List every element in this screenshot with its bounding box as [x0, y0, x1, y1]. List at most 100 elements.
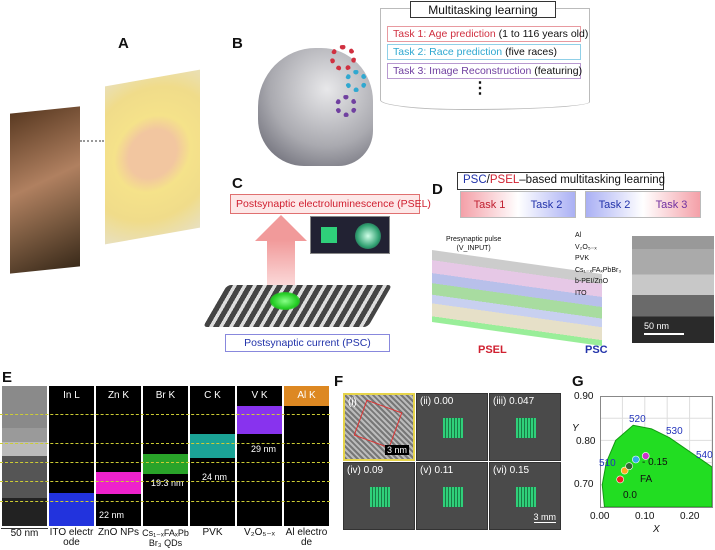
chip-device [202, 285, 393, 327]
map-label: Br K [155, 390, 176, 401]
device-emission-photo [310, 216, 390, 254]
title-psc: PSC [463, 174, 487, 186]
elderly-face-photo [10, 106, 80, 274]
map-v: V K 29 nm [237, 386, 282, 526]
task-3-box: Task 3: Image Reconstruction (featuring) [387, 63, 583, 79]
wavelength-label: 540 [696, 450, 713, 461]
e-scale-bar: 50 nm [1, 528, 48, 539]
xtick: 0.20 [680, 511, 700, 522]
tem-scale-bar: 50 nm [644, 321, 670, 331]
annotation: 0.0 [623, 490, 637, 501]
e-bottom-label: V₂O₅₋ₓ [244, 527, 275, 538]
task-2-box: Task 2: Race prediction (five races) [387, 44, 581, 60]
layer-label: PVK [575, 255, 590, 262]
tem-map [2, 386, 47, 526]
device-photo: (iii) 0.047 [489, 393, 561, 461]
y-axis-label: Y [572, 423, 579, 434]
pvsk-thickness: 19.3 nm [151, 478, 184, 488]
layer-label: V₂O₅₋ₓ [575, 243, 597, 251]
layer-label: b-PEI/ZnO [575, 278, 609, 285]
cell-label: (vi) 0.15 [493, 465, 530, 476]
layer-guide [0, 462, 330, 463]
d-title: PSC/PSEL–based multitasking learning [457, 172, 666, 190]
wavelength-label: 520 [629, 414, 646, 425]
layer-guide [0, 481, 330, 482]
panel-label-c: C [232, 175, 243, 192]
map-label: Zn K [107, 390, 130, 401]
hrtem-inset: (i)3 nm [343, 393, 415, 461]
gear-cyan-icon [345, 70, 367, 92]
title-rest: –based multitasking learning [519, 174, 666, 186]
psc-label: Postsynaptic current (PSC) [225, 334, 390, 352]
task-detail: (featuring) [534, 65, 583, 77]
device-photo: (v) 0.11 [416, 462, 488, 530]
emission-arrow [255, 215, 307, 241]
wavelength-label: 530 [666, 426, 683, 437]
x-axis-label: X [653, 524, 660, 535]
task-detail: (five races) [505, 46, 557, 58]
d-psc-label: PSC [585, 344, 608, 356]
task-label: Task 2 [598, 198, 631, 211]
gear-purple-icon [335, 95, 357, 117]
cell-label: (i) [348, 397, 357, 408]
map-in: In L [49, 386, 94, 526]
task-name: Task 2: Race prediction [393, 46, 503, 58]
map-label: V K [251, 390, 268, 401]
e-bottom-label: ITO electrode [49, 527, 94, 548]
map-zn: Zn K 22 nm [96, 386, 141, 526]
device-photo: (vi) 0.15 3 mm [489, 462, 561, 530]
more-tasks-ellipsis: ⋮ [472, 80, 488, 97]
multitask-title: Multitasking learning [410, 1, 556, 18]
annotation: FA [640, 474, 653, 485]
task-label: Task 1 [473, 198, 506, 211]
data-point [641, 452, 650, 460]
panel-label-e: E [2, 369, 13, 386]
cell-label: (iv) 0.09 [347, 465, 384, 476]
layer-labels: Al V₂O₅₋ₓ PVK Cs₁₋ₓFAₓPbBr₃ b-PEI/ZnO IT… [575, 230, 621, 299]
data-point [625, 462, 633, 470]
task-label: Task 3 [655, 198, 688, 211]
xtick: 0.10 [635, 511, 655, 522]
data-point [616, 475, 624, 484]
layer-label: Al [575, 232, 582, 239]
task-1-box: Task 1: Age prediction (1 to 116 years o… [387, 26, 588, 42]
projection-lines [80, 140, 104, 142]
pulse-symbol: (V_INPUT) [456, 245, 491, 252]
panel-label-d: D [432, 181, 443, 198]
d-psel-label: PSEL [478, 344, 507, 356]
annotation: - 0.15 [642, 457, 668, 468]
task-detail: (1 to 116 years old) [498, 28, 589, 40]
e-bottom-label: ZnO NPs [97, 527, 140, 538]
data-point [620, 466, 629, 475]
layer-label: ITO [575, 289, 587, 297]
layer-label: Cs₁₋ₓFAₓPbBr₃ [575, 266, 622, 274]
task-group-2: Task 2 Task 3 [585, 191, 701, 218]
annotation-text: 0.15 [648, 457, 668, 468]
ytick: 0.80 [576, 436, 596, 447]
cell-label: (iii) 0.047 [493, 396, 535, 407]
cie-chart [600, 396, 713, 508]
chip-emission-spot [270, 292, 300, 310]
map-label: In L [63, 390, 80, 401]
map-label: C K [204, 390, 221, 401]
e-bottom-label: PVK [202, 527, 223, 538]
gear-red-icon [330, 45, 356, 71]
presynaptic-pulse-label: Presynaptic pulse (V_INPUT) [446, 235, 501, 253]
vox-thickness: 29 nm [251, 444, 277, 454]
map-br: Br K 19.3 nm [143, 386, 188, 526]
zno-thickness: 22 nm [99, 510, 125, 520]
baby-photo [105, 69, 200, 245]
cross-section-tem: 50 nm [632, 236, 714, 343]
psel-label: Postsynaptic electroluminescence (PSEL) [230, 194, 431, 214]
xtick: 0.00 [590, 511, 610, 522]
f-scale-bar: 3 mm [533, 512, 556, 523]
task-name: Task 3: Image Reconstruction [393, 65, 532, 77]
panel-label-a: A [118, 35, 129, 52]
title-psel: PSEL [489, 174, 520, 186]
map-label: Al K [297, 390, 316, 401]
emission-arrow-shaft [267, 240, 295, 285]
e-bottom-label: Cs₁₋ₓFAₓPbBr₃ QDs [142, 528, 189, 548]
pulse-text: Presynaptic pulse [446, 236, 502, 243]
